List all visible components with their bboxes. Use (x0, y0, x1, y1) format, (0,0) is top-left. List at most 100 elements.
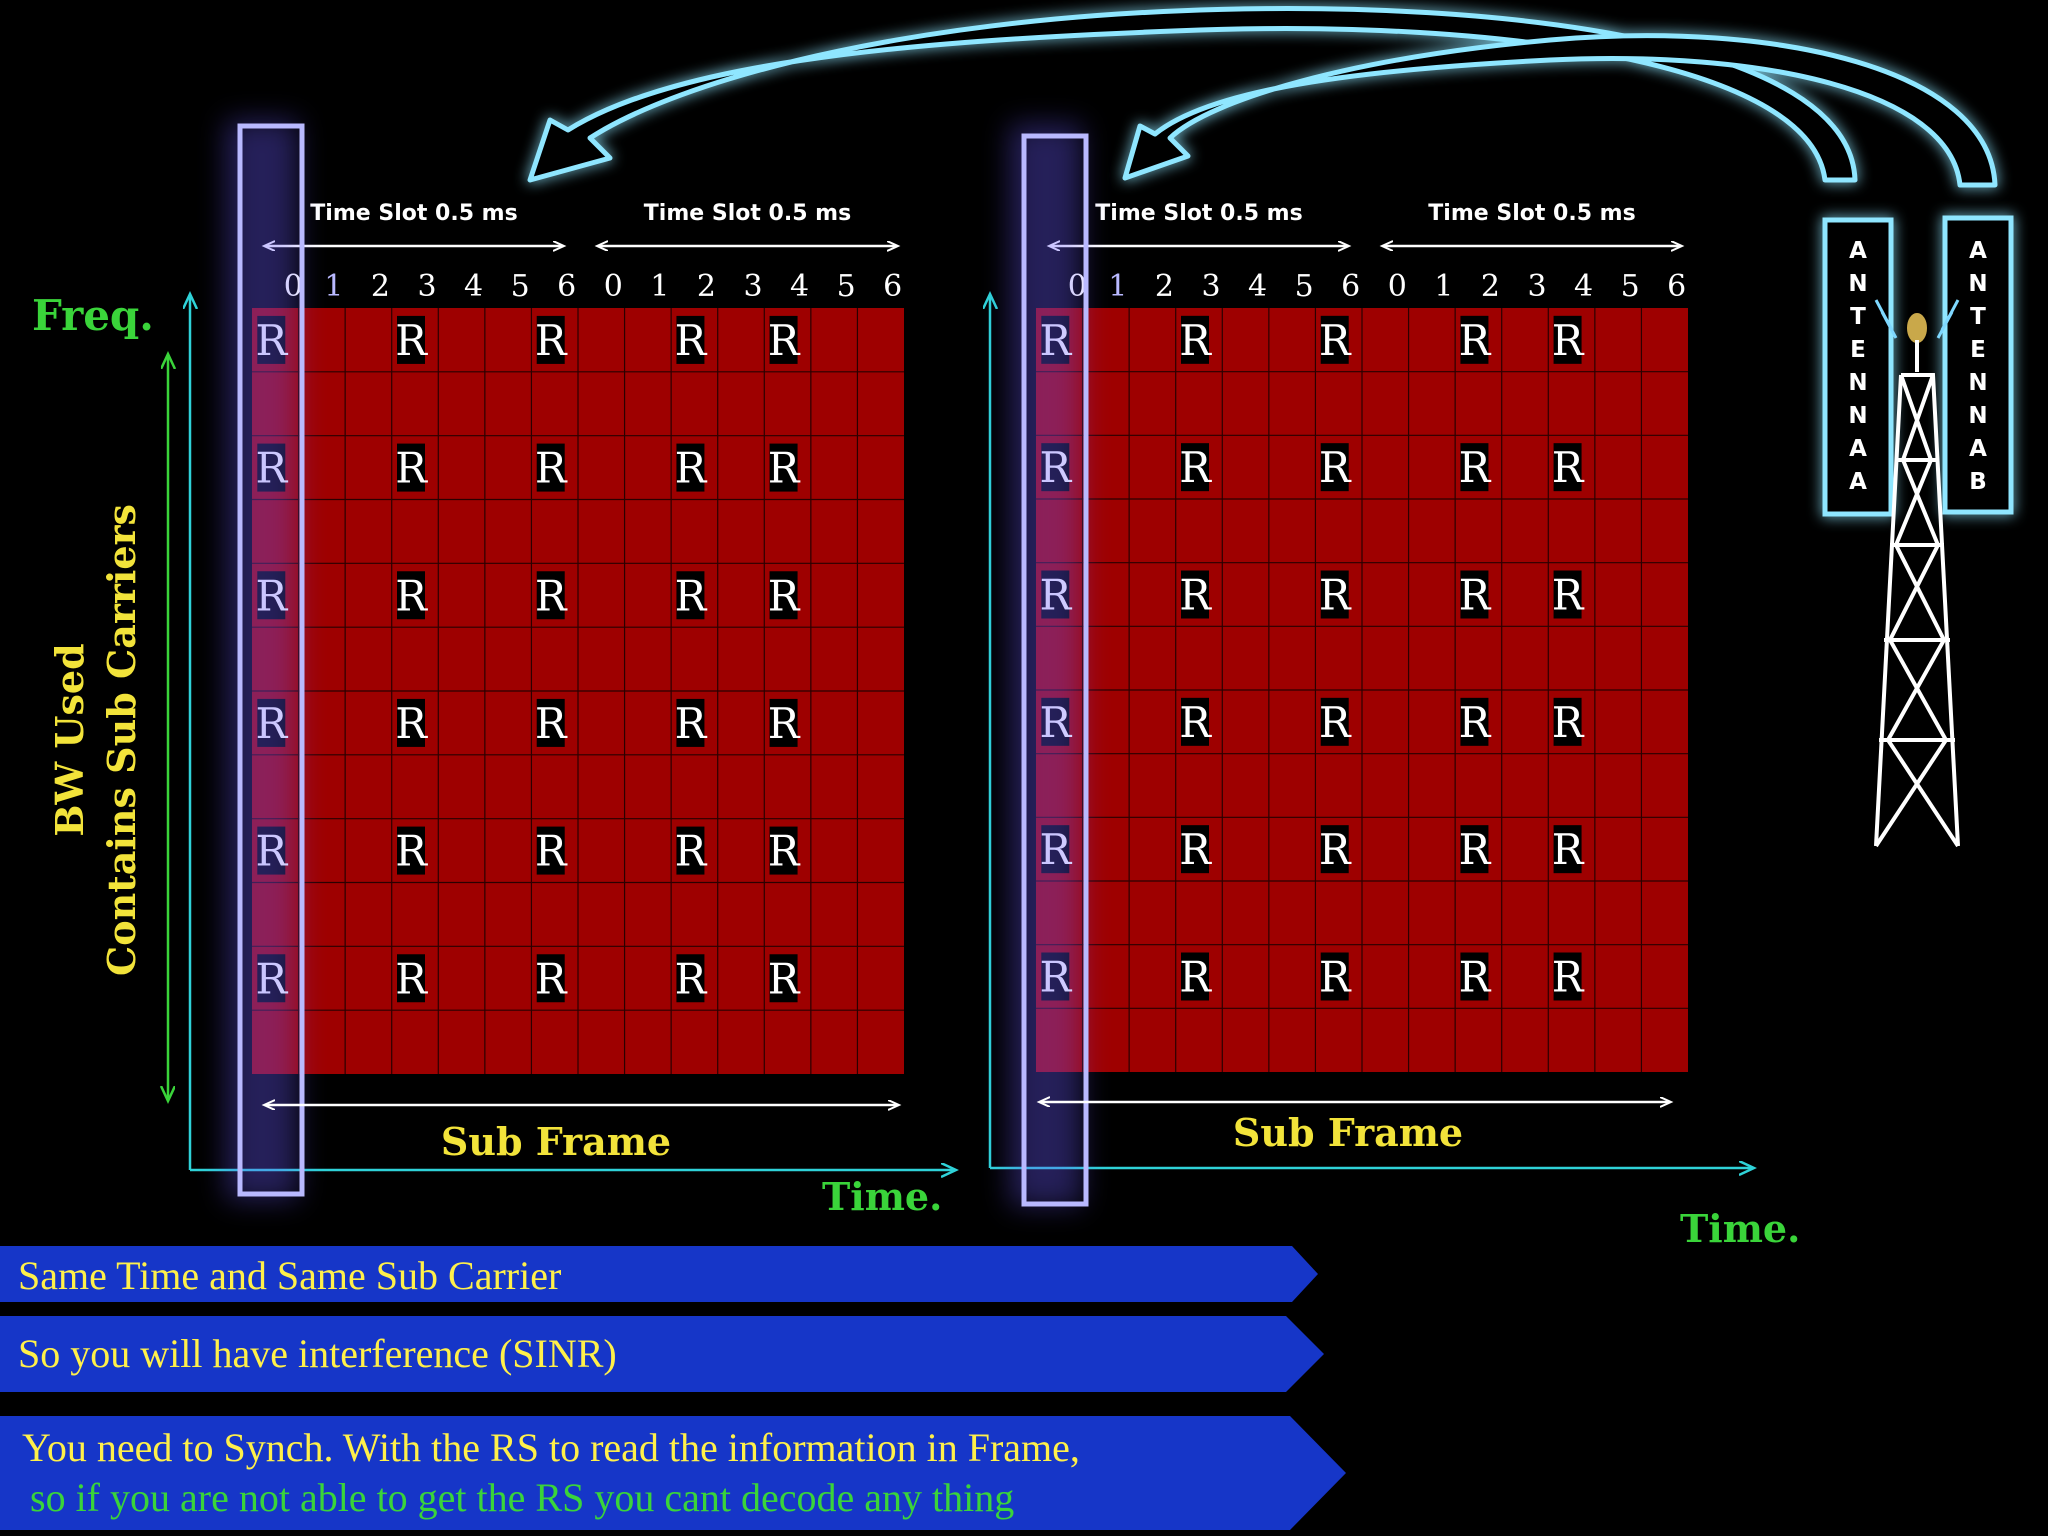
rs-marker: R (1552, 570, 1585, 620)
rs-marker: R (1459, 443, 1492, 492)
rs-marker: R (675, 954, 708, 1003)
svg-text:R: R (1319, 316, 1352, 365)
rs-marker: R (1179, 570, 1212, 620)
symbol-index: 1 (324, 269, 343, 304)
rs-marker: R (535, 315, 568, 365)
symbol-index: 5 (511, 269, 530, 304)
rs-marker: R (535, 954, 568, 1003)
symbol-index: 6 (1341, 269, 1360, 304)
symbol-index: 3 (1527, 269, 1546, 304)
rs-marker: R (535, 571, 568, 620)
bw-label-line1: BW Used (47, 643, 92, 836)
axes (168, 295, 1753, 1170)
svg-text:R: R (535, 827, 568, 876)
rs-marker: R (768, 315, 801, 365)
subframe-label-a: Sub Frame (441, 1119, 671, 1164)
rs-marker: R (535, 826, 568, 876)
svg-text:R: R (768, 444, 801, 493)
arrow-antenna-b-to-grid-b (1122, 33, 1998, 188)
rs-marker: R (395, 315, 428, 365)
rs-marker: R (395, 571, 428, 620)
svg-text:R: R (1179, 953, 1212, 1002)
rs-marker: R (1459, 952, 1492, 1002)
svg-text:R: R (1459, 443, 1492, 492)
symbol-index: 5 (1621, 269, 1640, 304)
svg-text:R: R (768, 827, 801, 876)
antenna-letter: N (1968, 271, 1987, 297)
antenna-letter: A (1969, 436, 1987, 462)
banner-interference: So you will have interference (SINR) (0, 1316, 1324, 1392)
banner-text-1: Same Time and Same Sub Carrier (18, 1253, 562, 1298)
svg-text:R: R (1459, 953, 1492, 1002)
rs-marker: R (1459, 570, 1492, 620)
svg-text:R: R (1179, 825, 1212, 874)
svg-text:R: R (675, 316, 708, 365)
svg-text:R: R (1552, 316, 1585, 365)
rs-marker: R (1552, 952, 1585, 1002)
svg-text:R: R (675, 954, 708, 1003)
svg-text:R: R (1319, 698, 1352, 747)
rs-marker: R (675, 826, 708, 876)
svg-text:R: R (395, 316, 428, 365)
bw-label: BW Used Contains Sub Carriers (47, 504, 144, 976)
symbol-index: 1 (1434, 269, 1453, 304)
antenna-letter: N (1968, 370, 1987, 396)
antenna-letter: A (1969, 238, 1987, 264)
rs-marker: R (1459, 697, 1492, 747)
rs-marker: R (395, 443, 428, 493)
svg-text:R: R (675, 827, 708, 876)
svg-text:R: R (675, 571, 708, 620)
bw-label-line2: Contains Sub Carriers (99, 504, 144, 976)
antenna-letter: N (1848, 370, 1867, 396)
rs-marker: R (1319, 443, 1352, 492)
rs-marker: R (768, 954, 801, 1003)
svg-text:R: R (1552, 571, 1585, 620)
svg-text:R: R (1459, 571, 1492, 620)
symbol-index: 6 (883, 269, 902, 304)
svg-text:R: R (768, 699, 801, 748)
rs-marker: R (768, 571, 801, 620)
svg-text:R: R (535, 571, 568, 620)
rs-marker: R (675, 698, 708, 748)
symbol-index: 5 (1295, 269, 1314, 304)
svg-text:R: R (1319, 953, 1352, 1002)
time-slot-label: Time Slot 0.5 ms (1095, 201, 1302, 226)
time-label-b: Time. (1680, 1206, 1800, 1251)
symbol-index: 0 (604, 269, 623, 304)
antenna-letter: N (1848, 271, 1867, 297)
svg-text:R: R (1179, 443, 1212, 492)
rs-marker: R (1552, 443, 1585, 492)
antenna-letter: N (1848, 403, 1867, 429)
svg-text:R: R (535, 954, 568, 1003)
rs-marker: R (1319, 315, 1352, 365)
rs-marker: R (395, 826, 428, 876)
rs-marker: R (1459, 315, 1492, 365)
symbol-index: 2 (1481, 269, 1500, 304)
rs-marker: R (768, 443, 801, 493)
time-slot-label: Time Slot 0.5 ms (1428, 201, 1635, 226)
antenna-letter: T (1970, 304, 1986, 330)
svg-text:R: R (675, 444, 708, 493)
antenna-letter: E (1850, 337, 1866, 363)
rs-marker: R (768, 698, 801, 748)
antenna-b (1942, 215, 2014, 515)
svg-text:R: R (1179, 316, 1212, 365)
time-label-a: Time. (822, 1174, 942, 1219)
svg-text:R: R (1459, 316, 1492, 365)
rs-marker: R (1179, 825, 1212, 874)
highlight-symbol-0-b (1010, 124, 1089, 1207)
svg-text:R: R (768, 954, 801, 1003)
svg-text:R: R (675, 699, 708, 748)
rs-marker: R (1179, 315, 1212, 365)
svg-text:R: R (535, 316, 568, 365)
svg-text:R: R (1319, 443, 1352, 492)
antenna-letter: B (1969, 469, 1987, 495)
rs-marker: R (1179, 952, 1212, 1002)
svg-text:R: R (1179, 571, 1212, 620)
rs-marker: R (675, 571, 708, 620)
antenna-letter: A (1849, 469, 1867, 495)
symbol-index: 4 (464, 269, 483, 304)
